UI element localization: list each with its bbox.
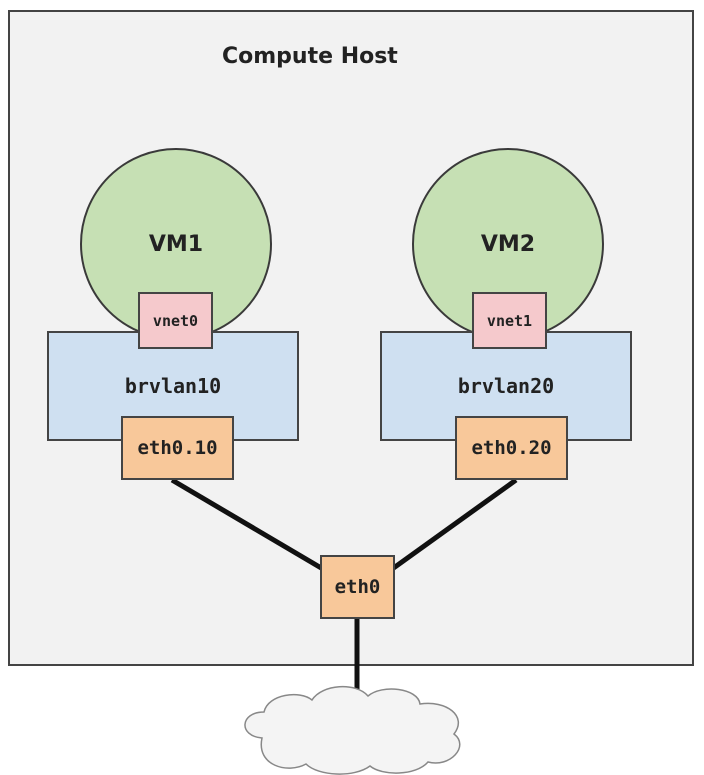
bridge-brvlan10-label: brvlan10 [124, 374, 222, 398]
link-eth0.20-to-eth0 [386, 477, 518, 575]
eth0.10-label: eth0.10 [137, 437, 218, 459]
eth0.20-box: eth0.20 [455, 416, 568, 480]
link-eth0.10-to-eth0 [170, 477, 330, 575]
vnet0-label: vnet0 [152, 311, 199, 330]
bridge-brvlan20-label: brvlan20 [457, 374, 555, 398]
vnet1-box: vnet1 [472, 292, 547, 349]
eth0.20-label: eth0.20 [471, 437, 552, 459]
vnet1-label: vnet1 [486, 311, 533, 330]
eth0.10-box: eth0.10 [121, 416, 234, 480]
vnet0-box: vnet0 [138, 292, 213, 349]
vm2-label: VM2 [480, 231, 536, 257]
vm1-label: VM1 [148, 231, 204, 257]
host-title: Compute Host [222, 44, 398, 69]
eth0-box: eth0 [320, 555, 395, 619]
eth0-label: eth0 [334, 576, 381, 598]
bridge-brvlan10: brvlan10 [47, 331, 299, 441]
network-cloud-icon [244, 685, 461, 775]
